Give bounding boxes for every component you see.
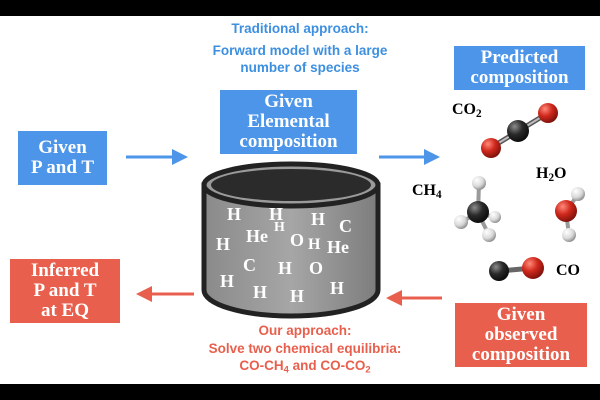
given-observed-line3: composition <box>471 343 571 365</box>
given-pt-box: Given P and T <box>18 131 107 185</box>
atom-label: He <box>246 226 268 246</box>
ch4-molecule-icon <box>454 176 501 242</box>
atom-label: H <box>220 271 235 291</box>
arrow-container-to-inferred <box>136 286 194 302</box>
given-elemental-line3: composition <box>239 130 338 152</box>
given-elemental-box: Given Elemental composition <box>220 90 357 154</box>
given-pt-line2: P and T <box>30 157 95 178</box>
inferred-line1: Inferred <box>30 260 100 282</box>
traditional-line2: number of species <box>240 60 360 76</box>
container-atoms: H H H C H He O He H C H O H H H H H <box>196 158 386 323</box>
given-pt-line1: Given <box>38 137 87 159</box>
ch4-label: CH4 <box>412 182 442 201</box>
predicted-line1: Predicted <box>480 47 559 69</box>
atom-label: H <box>278 258 293 278</box>
atom-label: He <box>327 237 349 257</box>
co2-molecule-icon <box>481 103 558 158</box>
arrow-given-pt-to-container <box>126 149 188 165</box>
gas-container <box>201 161 381 319</box>
atom-label: H <box>269 204 284 224</box>
atom-label: H <box>227 204 242 224</box>
atom-label: O <box>290 230 305 250</box>
atom-label: O <box>309 258 324 278</box>
atom-label: H <box>330 278 345 298</box>
traditional-approach-note: Traditional approach: Forward model with… <box>150 20 450 77</box>
given-elemental-line1: Given <box>264 91 313 113</box>
h2o-molecule-icon <box>555 187 585 242</box>
our-line2: CO-CH4 and CO-CO2 <box>239 358 371 376</box>
given-observed-box: Given observed composition <box>455 303 587 367</box>
co-label: CO <box>556 262 580 279</box>
our-heading: Our approach: <box>258 323 352 338</box>
inferred-pt-box: Inferred P and T at EQ <box>10 259 120 323</box>
atom-label: H <box>253 282 268 302</box>
atom-label: H <box>311 209 326 229</box>
atom-label: H <box>274 220 285 235</box>
predicted-composition-box: Predicted composition <box>454 46 585 90</box>
our-line1: Solve two chemical equilibria: <box>208 340 402 356</box>
atom-label: H <box>290 286 305 306</box>
predicted-line2: composition <box>470 67 569 88</box>
traditional-line1: Forward model with a large <box>212 42 388 58</box>
atom-label: C <box>243 255 256 275</box>
inferred-line2: P and T <box>33 280 97 302</box>
atom-label: C <box>339 216 352 236</box>
arrow-container-to-predicted <box>379 149 440 165</box>
given-observed-line1: Given <box>496 304 546 326</box>
co2-label: CO2 <box>452 101 482 120</box>
our-approach-note: Our approach: Solve two chemical equilib… <box>185 322 425 377</box>
arrow-observed-to-container <box>386 290 442 306</box>
given-elemental-line2: Elemental <box>247 111 330 133</box>
h2o-label: H2O <box>536 165 567 184</box>
atom-label: H <box>308 236 321 253</box>
atom-label: H <box>216 234 231 254</box>
inferred-line3: at EQ <box>40 299 90 321</box>
given-observed-line2: observed <box>484 324 558 346</box>
traditional-heading: Traditional approach: <box>231 21 369 36</box>
co-molecule-icon <box>489 257 544 281</box>
